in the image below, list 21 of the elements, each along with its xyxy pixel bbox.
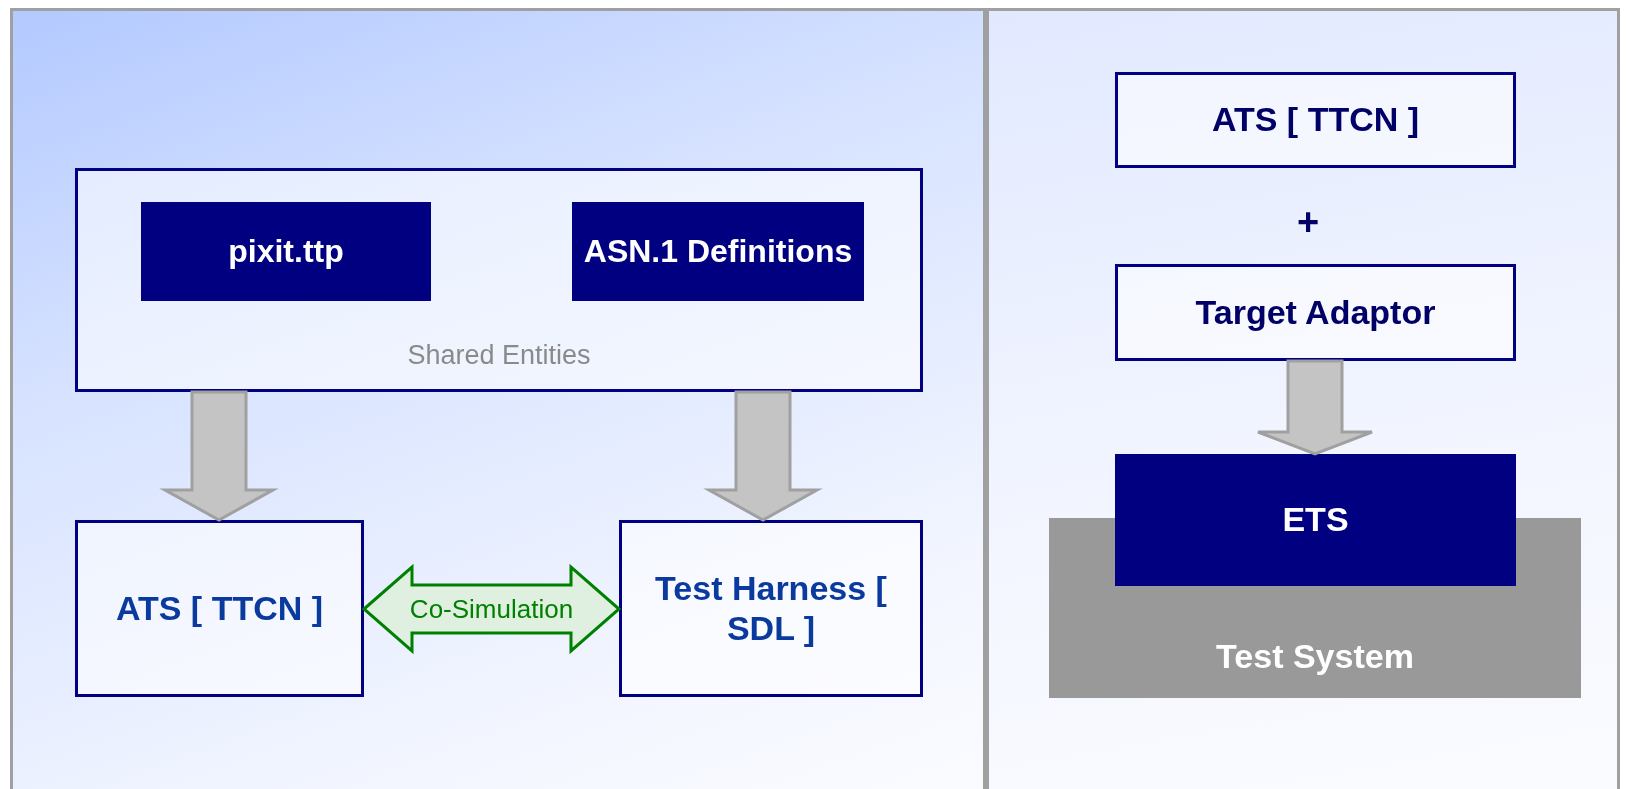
process-box bbox=[75, 520, 364, 697]
box-label: ATS [ TTCN ] bbox=[1211, 100, 1420, 140]
block-arrow bbox=[159, 390, 279, 522]
box-label: ATS [ TTCN ] bbox=[115, 588, 324, 629]
process-box bbox=[1115, 72, 1516, 168]
process-box bbox=[1115, 264, 1516, 361]
box-label: ASN.1 Definitions bbox=[583, 233, 853, 270]
block-arrow bbox=[703, 390, 823, 522]
box-label: pixit.ttp bbox=[228, 233, 344, 270]
box-label: Test System bbox=[1216, 636, 1414, 676]
block-arrow bbox=[1256, 359, 1374, 456]
box-label: Shared Entities bbox=[407, 339, 591, 371]
box-label: ETS bbox=[1282, 500, 1349, 540]
dark-box bbox=[141, 202, 431, 301]
box-label: Target Adaptor bbox=[1195, 292, 1436, 333]
process-box bbox=[75, 168, 923, 392]
process-box bbox=[619, 520, 923, 697]
dark-box bbox=[572, 202, 864, 301]
box-label: Test Harness [ SDL ] bbox=[654, 569, 888, 648]
plus-sign: + bbox=[1296, 200, 1320, 244]
dark-box bbox=[1115, 454, 1516, 586]
